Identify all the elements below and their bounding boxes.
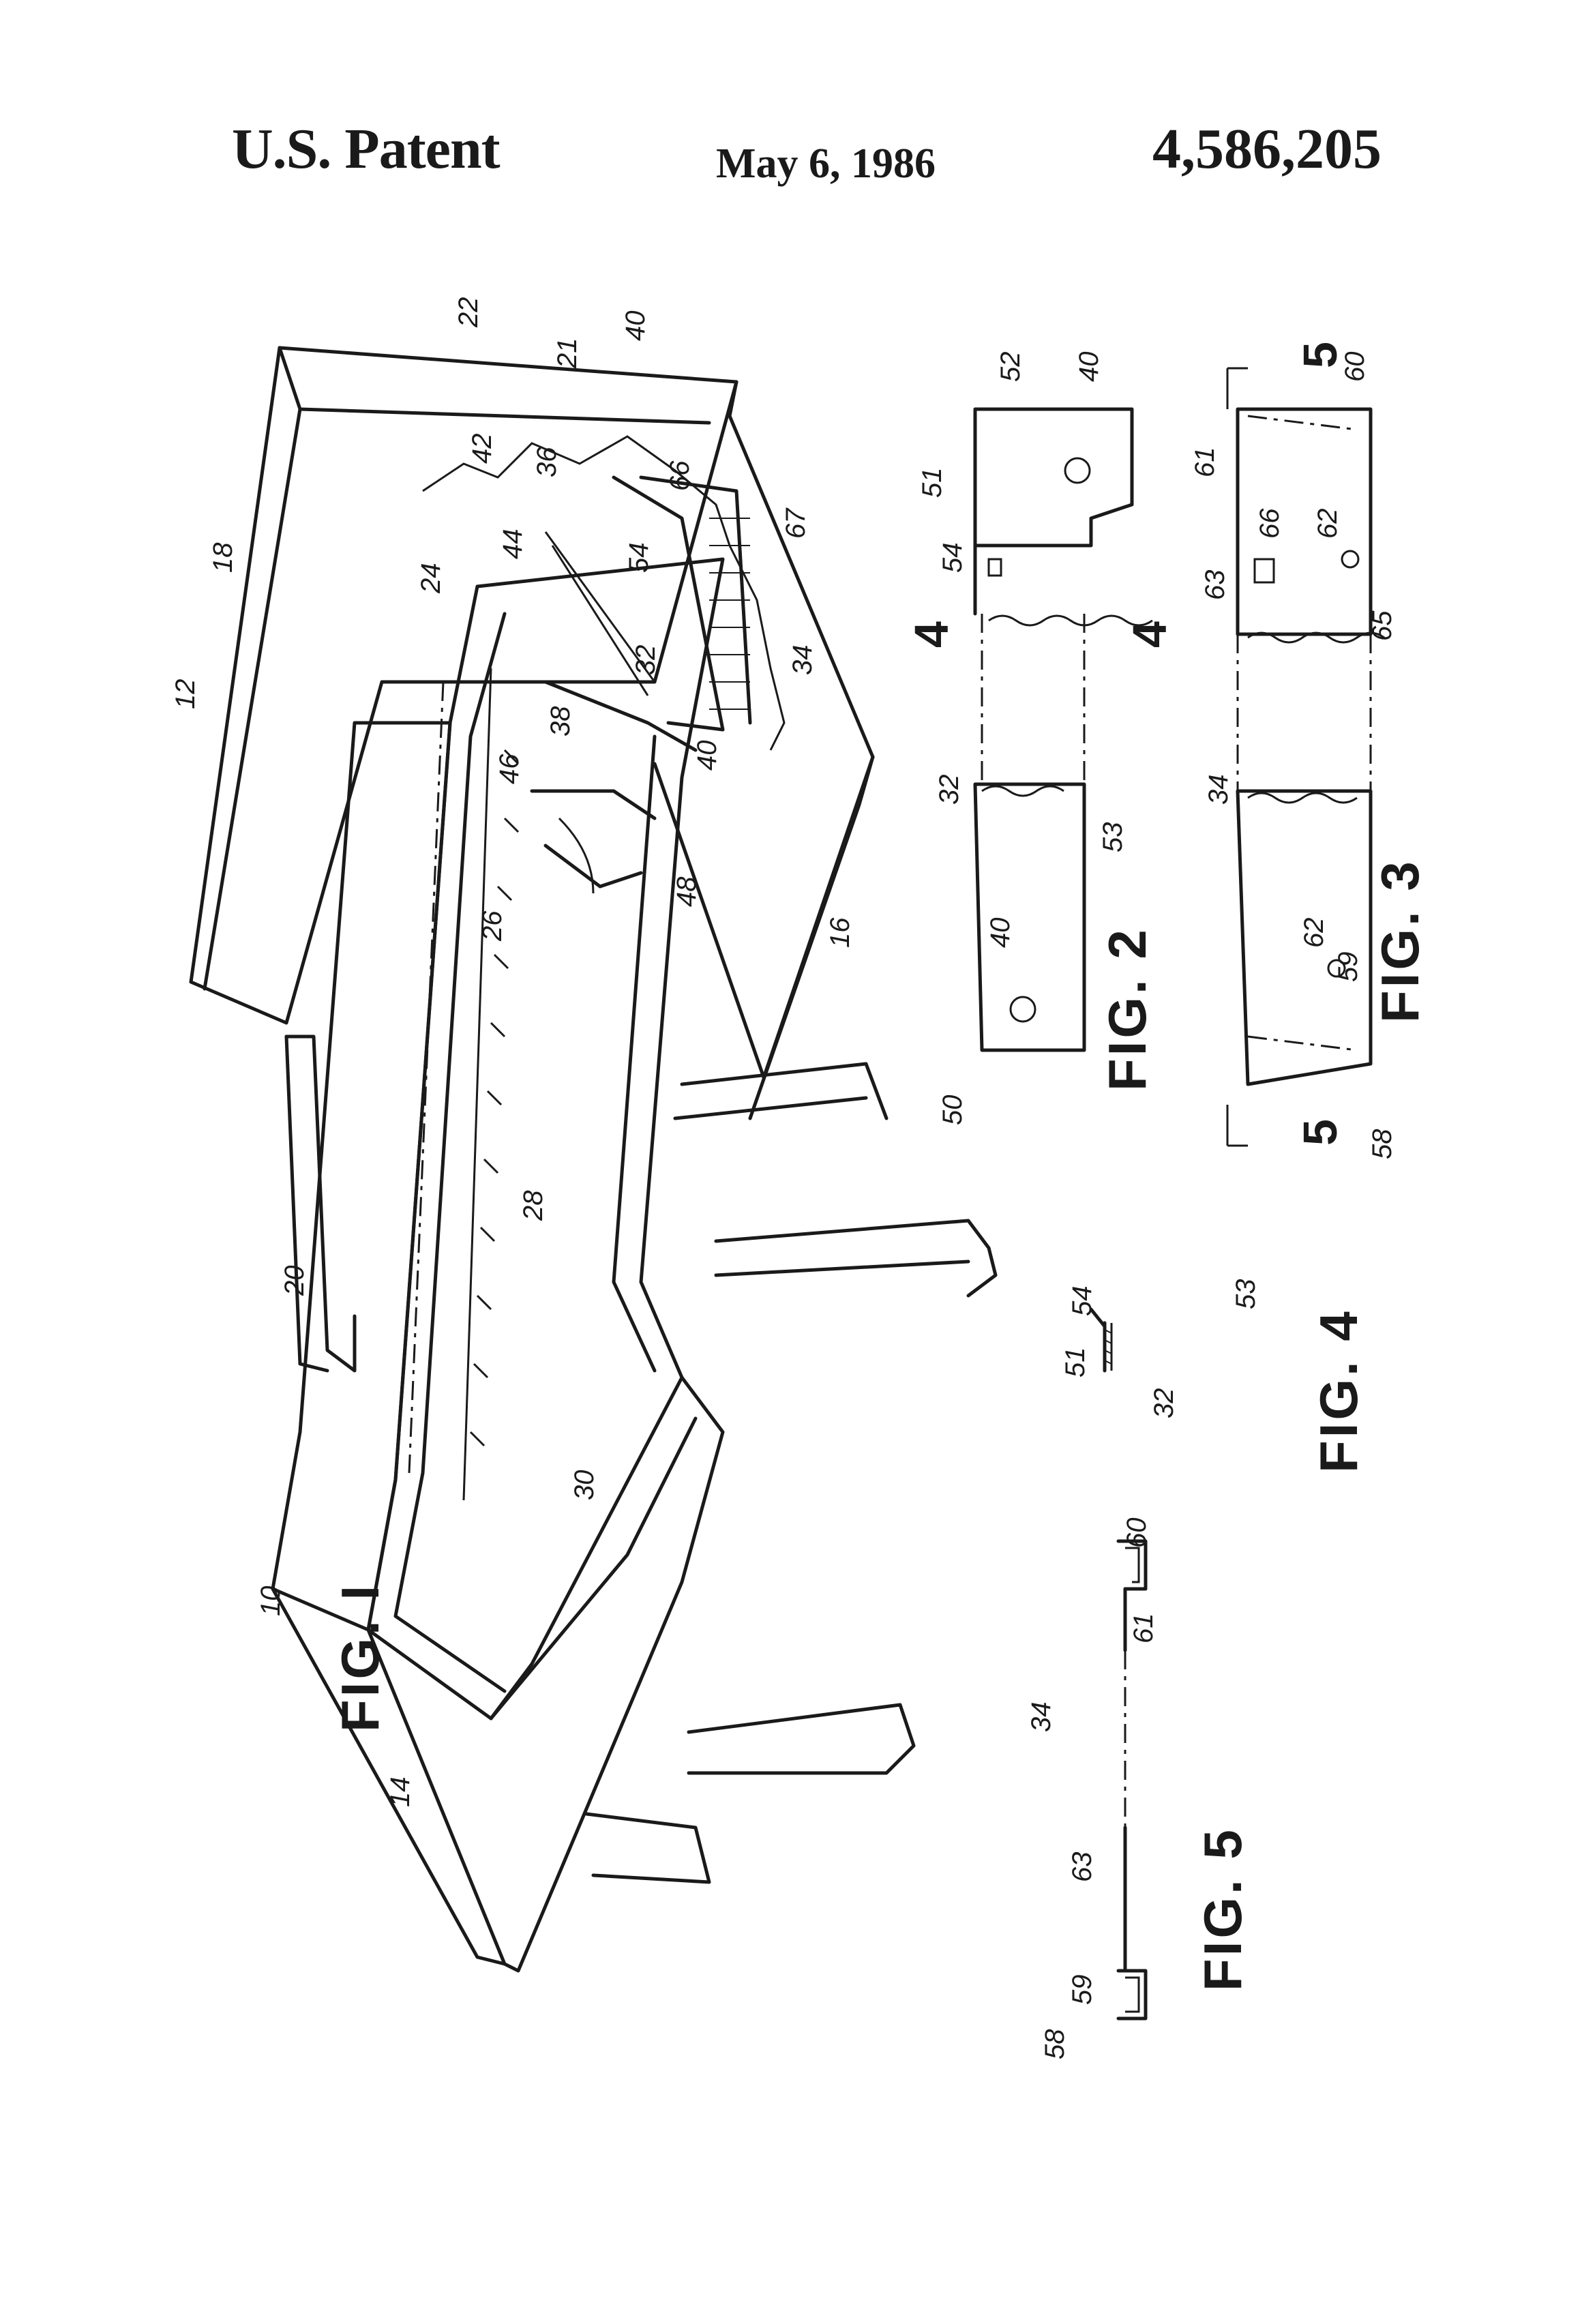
fig3-ref-63: 63 (1200, 570, 1230, 601)
ref-12: 12 (170, 679, 200, 710)
fig1-title: FIG. I (330, 1583, 390, 1732)
ref-32: 32 (631, 645, 661, 676)
fig5-title: FIG. 5 (1193, 1827, 1253, 1991)
fig3-ref-34: 34 (1204, 775, 1234, 805)
fig4-ref-51: 51 (1060, 1347, 1090, 1378)
ref-18: 18 (208, 542, 238, 573)
ref-48: 48 (672, 876, 702, 907)
ref-42: 42 (467, 434, 497, 464)
fig2-ref-40-top: 40 (1074, 352, 1104, 383)
fig4-title: FIG. 4 (1309, 1309, 1369, 1473)
ref-36: 36 (532, 447, 562, 477)
fig5-ref-63: 63 (1067, 1852, 1097, 1883)
fig5-ref-34: 34 (1026, 1702, 1056, 1733)
fig3-ref-66: 66 (1255, 508, 1285, 539)
fig5-drawing (1118, 1541, 1146, 2018)
fig4-ref-54: 54 (1067, 1286, 1097, 1317)
fig2-ref-52: 52 (996, 352, 1026, 383)
fig2-ref-40-bottom: 40 (985, 918, 1015, 949)
ref-54: 54 (624, 543, 654, 573)
fig2-ref-50: 50 (938, 1095, 968, 1126)
fig5-ref-59: 59 (1067, 1975, 1097, 2006)
section-5-bottom: 5 (1294, 1119, 1347, 1146)
ref-26: 26 (477, 910, 507, 942)
ref-66: 66 (665, 460, 695, 491)
ref-40-bottom: 40 (692, 741, 722, 771)
ref-20: 20 (280, 1266, 310, 1297)
section-4-right: 4 (1123, 621, 1176, 648)
fig3-ref-62-top: 62 (1313, 509, 1343, 539)
fig5-ref-58: 58 (1040, 2029, 1070, 2059)
fig1-drawing (191, 348, 996, 1971)
fig4-ref-53: 53 (1231, 1279, 1261, 1310)
ref-28: 28 (518, 1190, 548, 1221)
fig3-drawing (1227, 368, 1384, 1146)
fig4-labels: 51 53 54 32 FIG. 4 (1060, 1279, 1369, 1474)
section-5-top: 5 (1294, 342, 1347, 368)
fig2-ref-53: 53 (1098, 822, 1128, 853)
fig3-ref-61: 61 (1190, 447, 1220, 478)
ref-24: 24 (416, 563, 446, 595)
ref-38: 38 (546, 706, 576, 736)
ref-44: 44 (498, 529, 528, 560)
fig3-ref-65: 65 (1367, 610, 1397, 641)
fig2-ref-54: 54 (938, 543, 968, 573)
ref-67: 67 (781, 507, 811, 539)
fig3-title: FIG. 3 (1370, 859, 1430, 1023)
ref-14: 14 (385, 1777, 415, 1808)
fig4-drawing (1091, 1309, 1111, 1371)
fig3-labels: 58 59 60 61 62 62 63 65 66 34 FIG. 3 5 5 (1190, 342, 1430, 1159)
fig2-ref-51: 51 (917, 468, 947, 498)
fig3-ref-62-bottom: 62 (1299, 918, 1329, 949)
section-4-left: 4 (905, 621, 958, 648)
fig3-ref-58: 58 (1367, 1129, 1397, 1159)
fig2-title: FIG. 2 (1097, 927, 1157, 1091)
ref-40-top: 40 (621, 311, 651, 342)
ref-22: 22 (453, 297, 483, 329)
fig2-labels: 50 51 52 53 54 40 40 32 FIG. 2 4 4 (905, 352, 1176, 1126)
fig2-ref-32: 32 (934, 775, 964, 805)
ref-30: 30 (569, 1470, 599, 1501)
ref-16: 16 (825, 917, 855, 948)
ref-34: 34 (788, 645, 818, 676)
ref-46: 46 (494, 754, 524, 784)
ref-10: 10 (256, 1586, 286, 1617)
fig3-ref-59: 59 (1333, 952, 1363, 983)
fig4-ref-32: 32 (1149, 1388, 1179, 1419)
fig5-ref-61: 61 (1129, 1613, 1159, 1644)
fig5-ref-60: 60 (1122, 1518, 1152, 1549)
ref-21: 21 (552, 338, 582, 370)
